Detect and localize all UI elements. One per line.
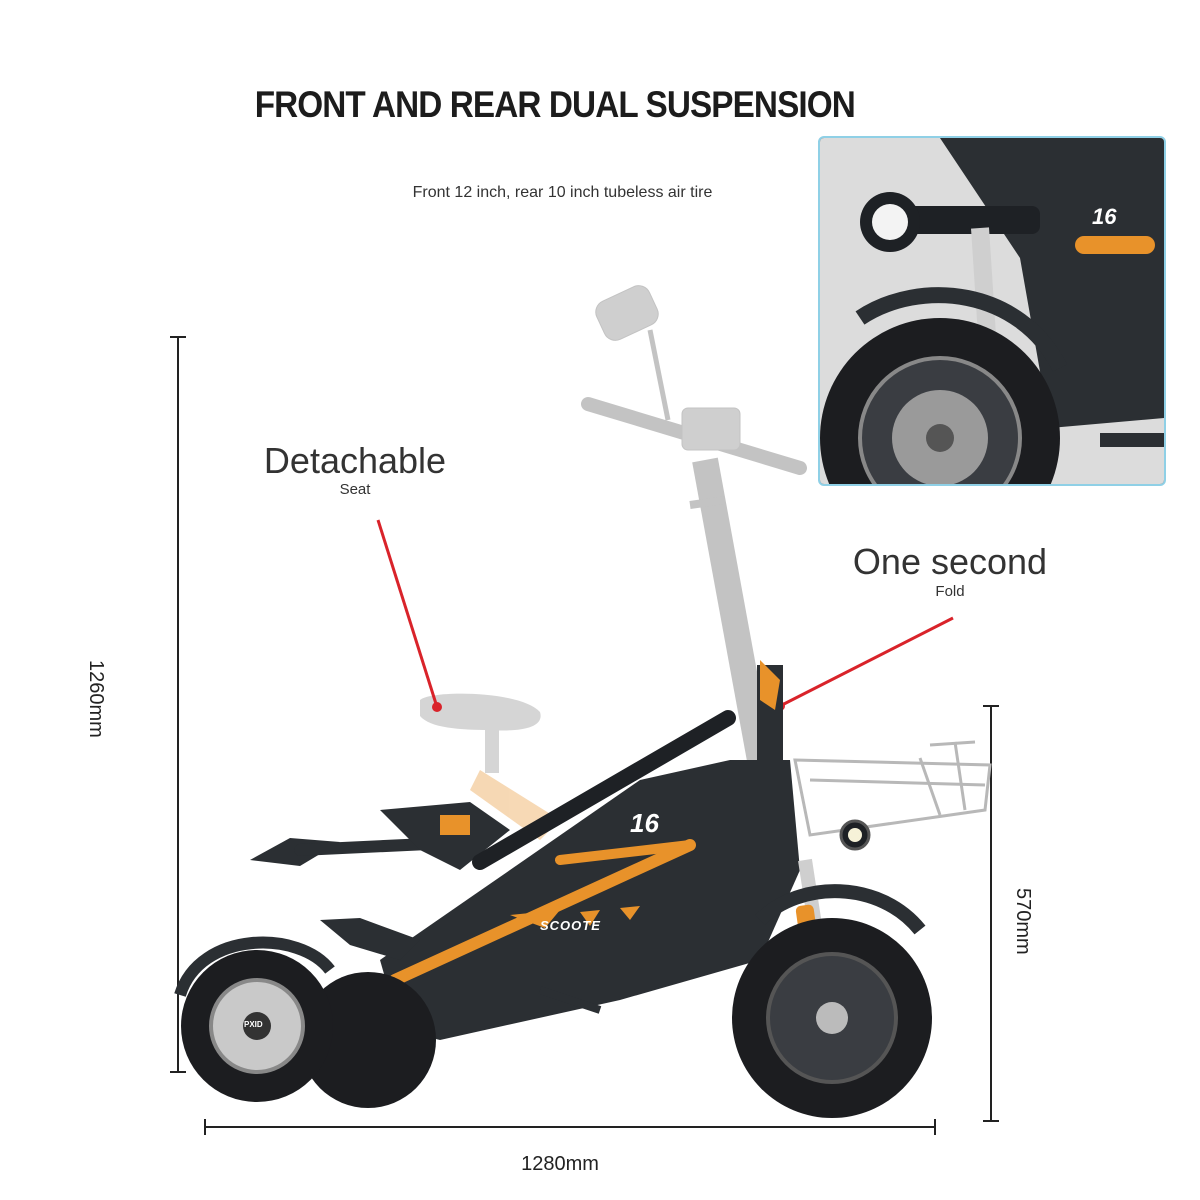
closeup-number-badge: 16	[1092, 204, 1117, 229]
length-dimension-label: 1280mm	[521, 1153, 599, 1175]
front-wheel	[732, 884, 932, 1118]
scooter-frame	[320, 660, 871, 1040]
headline: FRONT AND REAR DUAL SUSPENSION	[254, 84, 856, 125]
height-dimension-line	[170, 336, 186, 1073]
ghost-handlebar	[581, 285, 807, 763]
subheadline: Front 12 inch, rear 10 inch tubeless air…	[412, 184, 713, 201]
closeup-illustration	[820, 138, 1164, 484]
number-badge: 16	[630, 808, 659, 838]
kickstand	[538, 986, 602, 1014]
seat-callout-subtitle: Seat	[339, 481, 371, 498]
seat-callout-line	[376, 519, 442, 712]
length-dimension-line	[204, 1119, 936, 1135]
fold-callout-title: One second	[852, 541, 1048, 582]
front-height-dimension-line	[983, 705, 999, 1122]
suspension-closeup-inset: 16	[818, 136, 1166, 486]
seat-callout-title: Detachable	[263, 440, 447, 481]
rear-wheels	[174, 936, 436, 1108]
fold-callout-subtitle: Fold	[935, 583, 965, 600]
hub-logo: PXID	[244, 1020, 263, 1029]
front-basket	[793, 740, 992, 837]
brand-mark: SCOOTE	[540, 918, 601, 933]
folded-handlebar	[250, 802, 510, 870]
fold-callout-line	[775, 616, 954, 711]
